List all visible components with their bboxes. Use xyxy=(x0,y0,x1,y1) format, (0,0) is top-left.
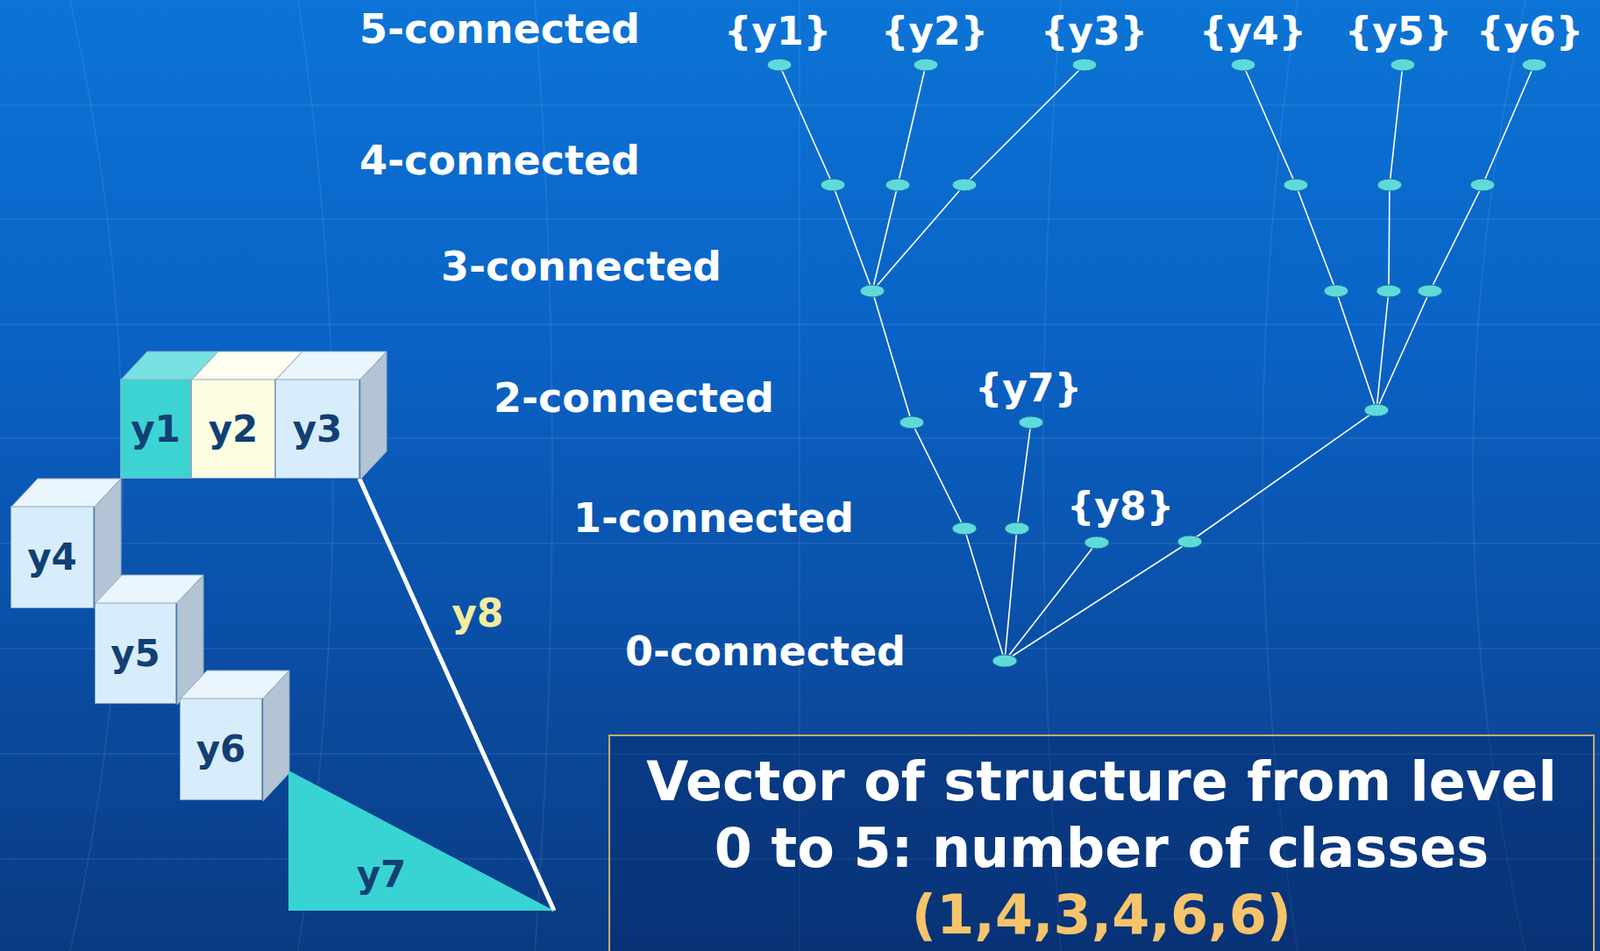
level-label: 3-connected xyxy=(440,242,722,291)
tree-vertex xyxy=(1377,178,1402,192)
block-name: y6 xyxy=(196,727,247,771)
tree-vertex xyxy=(952,178,977,192)
tree-vertex xyxy=(913,58,939,72)
triangle-block: y7 xyxy=(288,770,555,911)
block-name: y3 xyxy=(292,407,343,451)
tree-branch xyxy=(872,64,926,292)
cube-block: y4 xyxy=(10,505,94,609)
set-label: {y5} xyxy=(1344,8,1452,54)
grid-curve xyxy=(70,0,123,951)
cube-side xyxy=(263,670,290,802)
triangle-fill xyxy=(288,770,555,911)
block-name: y1 xyxy=(130,407,181,451)
tree-vertex xyxy=(899,416,925,429)
tree-vertex xyxy=(1072,58,1097,72)
tree-branch xyxy=(1376,64,1403,411)
set-label: {y2} xyxy=(881,8,989,54)
tree-vertex xyxy=(1283,178,1309,192)
tree-vertex xyxy=(1390,58,1416,72)
tree-vertex xyxy=(1084,536,1110,549)
cube-block: y6 xyxy=(179,697,263,801)
tree-vertex xyxy=(952,522,977,535)
edge-label: y8 xyxy=(451,590,504,635)
block-name: y4 xyxy=(27,535,78,579)
tree-branch xyxy=(1004,542,1097,662)
set-label: {y6} xyxy=(1476,8,1584,54)
tree-vertex xyxy=(1376,284,1401,298)
tree-vertex xyxy=(1004,522,1030,535)
tree-branch xyxy=(779,64,873,292)
tree-vertex xyxy=(860,284,885,298)
block-name: y2 xyxy=(208,407,259,451)
tree-branch xyxy=(1376,64,1535,411)
tree-vertex xyxy=(1470,178,1495,192)
triangle-shape xyxy=(288,770,555,911)
set-label: {y3} xyxy=(1040,8,1148,54)
cube-block: y5 xyxy=(94,602,177,704)
summary-text: Vector of structure from level 0 to 5: n… xyxy=(630,748,1573,882)
vector-value: (1,4,3,4,6,6) xyxy=(627,881,1576,949)
block-name: y5 xyxy=(110,632,161,676)
summary-box: Vector of structure from level 0 to 5: n… xyxy=(608,734,1595,951)
tree-branch xyxy=(1243,64,1377,411)
tree-vertex xyxy=(885,178,911,192)
tree-branch xyxy=(1004,422,1032,662)
tree-branch xyxy=(872,64,1085,292)
level-label: 5-connected xyxy=(359,5,640,53)
level-label: 4-connected xyxy=(359,136,640,185)
cube-block: y3 xyxy=(275,378,360,479)
tree-vertex xyxy=(1018,416,1044,429)
tree-vertex xyxy=(1521,58,1547,72)
set-label: {y4} xyxy=(1199,8,1307,54)
level-label: 1-connected xyxy=(573,494,854,542)
tree-branch xyxy=(1004,410,1377,662)
block-name: y7 xyxy=(356,853,407,896)
tree-vertex xyxy=(1323,284,1349,298)
tree-vertex xyxy=(1230,58,1256,72)
tree-vertex xyxy=(1177,535,1202,548)
cube-block: y1 xyxy=(120,378,192,479)
cube-block: y2 xyxy=(191,378,276,479)
tree-branch xyxy=(872,291,1005,662)
tree-vertex xyxy=(1364,404,1389,417)
tree-vertex xyxy=(767,58,792,72)
cube-side xyxy=(360,351,387,480)
tree-vertex xyxy=(820,178,846,192)
tree-vertex xyxy=(1417,284,1443,298)
level-label: 2-connected xyxy=(493,374,775,422)
tree-vertex xyxy=(992,654,1017,668)
set-label: {y1} xyxy=(724,8,832,54)
level-label: 0-connected xyxy=(625,627,906,676)
set-label: {y7} xyxy=(974,365,1082,411)
set-label: {y8} xyxy=(1066,483,1174,529)
